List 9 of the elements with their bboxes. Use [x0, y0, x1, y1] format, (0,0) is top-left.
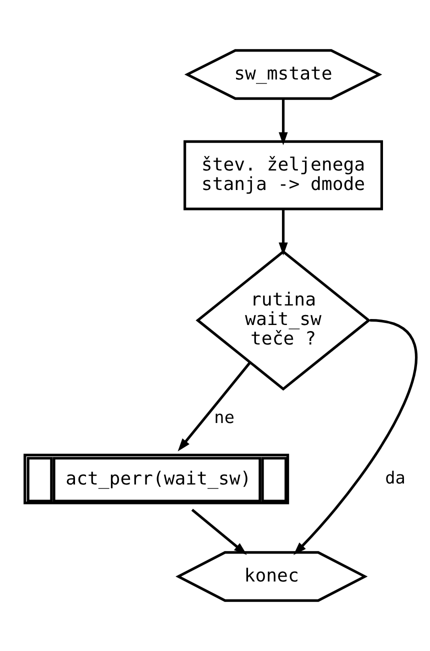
- edge-label: ne: [214, 407, 234, 428]
- edge-label: da: [385, 467, 406, 488]
- arrow: [278, 209, 288, 256]
- node-diamond: rutina wait_sw teče ?: [196, 250, 371, 391]
- arrow: [278, 98, 288, 146]
- node-box: štev. željenega stanja -> dmode: [184, 140, 383, 210]
- arrow: [191, 508, 247, 555]
- arrow: [178, 362, 251, 452]
- arrow: [293, 319, 418, 555]
